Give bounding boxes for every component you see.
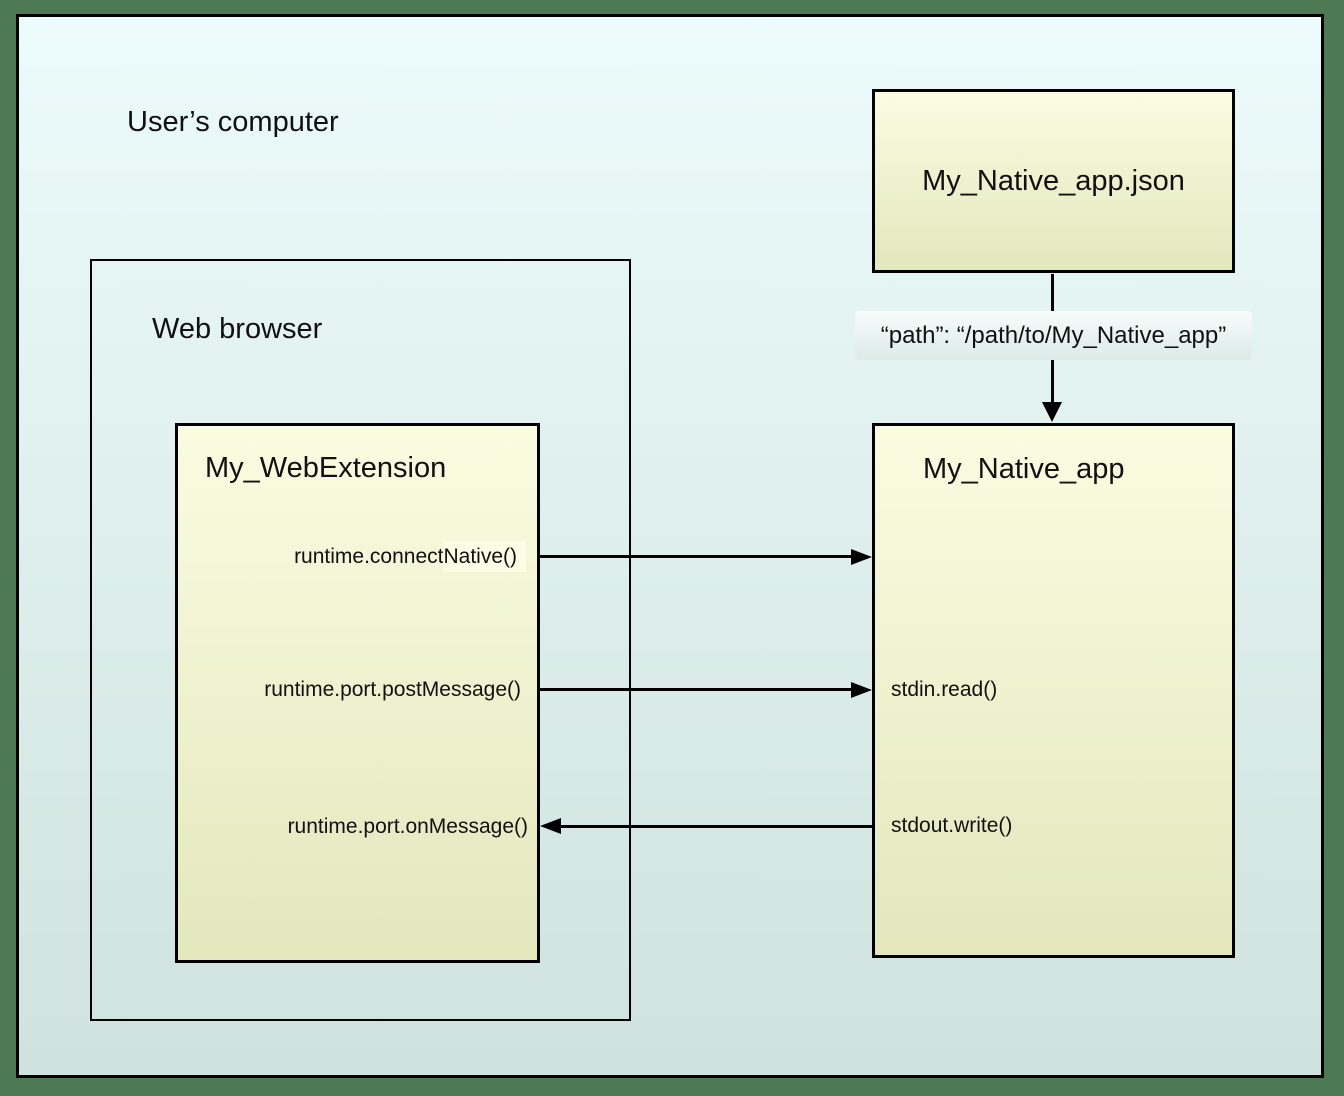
post-message-label: runtime.port.postMessage(): [264, 678, 521, 701]
post-message-arrowhead-icon: [851, 682, 872, 698]
manifest-to-native-arrowhead-icon: [1042, 402, 1062, 422]
stdout-arrow-line: [559, 825, 872, 828]
native-app-title: My_Native_app: [923, 453, 1125, 485]
path-mapping-label: “path”: “/path/to/My_Native_app”: [855, 311, 1252, 360]
stdout-write-label: stdout.write(): [891, 814, 1013, 837]
stdin-read-label: stdin.read(): [891, 678, 998, 701]
web-browser-box: [90, 259, 631, 1021]
native-app-box: [872, 423, 1235, 958]
manifest-title: My_Native_app.json: [922, 164, 1185, 197]
extension-box: [175, 423, 540, 963]
connect-native-arrow-line: [540, 555, 853, 558]
manifest-box: My_Native_app.json: [872, 89, 1235, 273]
connect-native-label: runtime.connectNative(): [175, 541, 526, 572]
connect-native-arrowhead-icon: [851, 549, 872, 565]
extension-title: My_WebExtension: [205, 452, 447, 484]
on-message-label: runtime.port.onMessage(): [287, 815, 528, 838]
post-message-arrow-line: [540, 688, 853, 691]
users-computer-label: User’s computer: [127, 106, 339, 138]
stdout-arrowhead-icon: [540, 818, 561, 834]
connect-native-prefix: runtime.connect: [294, 545, 444, 568]
connect-native-highlight: Native(): [443, 541, 526, 572]
web-browser-label: Web browser: [152, 313, 323, 345]
